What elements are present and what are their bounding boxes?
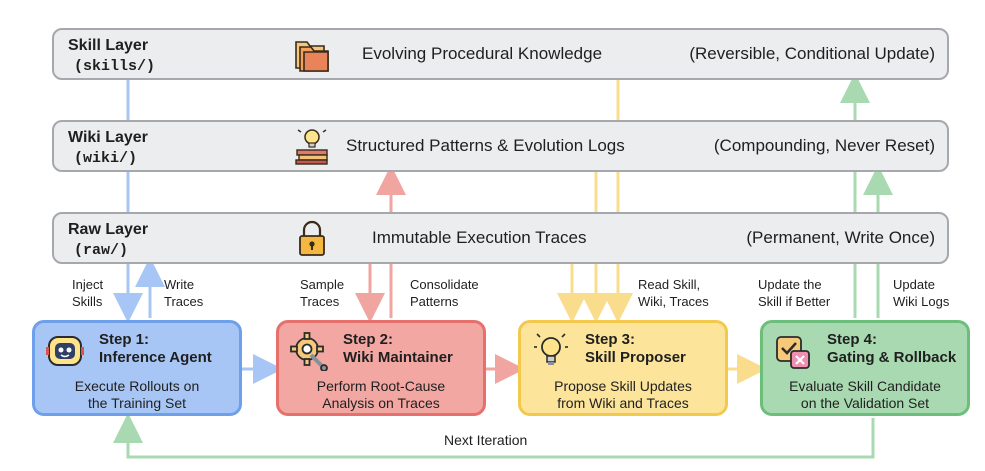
next-iteration-label: Next Iteration — [444, 432, 528, 448]
layer-dir: (raw/) — [74, 242, 129, 259]
step-inference-agent: Step 1:Inference Agent Execute Rollouts … — [32, 320, 242, 416]
checkbox-gate-icon — [776, 336, 810, 369]
step-skill-proposer: Step 3:Skill Proposer Propose Skill Upda… — [518, 320, 728, 416]
step-title: Step 3:Skill Proposer — [585, 331, 686, 366]
step-title: Step 2:Wiki Maintainer — [343, 331, 453, 366]
raw-layer: Raw Layer (raw/) Immutable Execution Tra… — [52, 212, 949, 264]
next-iteration-arrow — [113, 413, 875, 459]
layer-name: Wiki Layer — [68, 129, 148, 146]
step-title: Step 4:Gating & Rollback — [827, 331, 957, 366]
layer-note: (Compounding, Never Reset) — [713, 136, 935, 155]
padlock-icon — [299, 220, 325, 256]
layer-name: Skill Layer — [68, 37, 149, 54]
folder-icon — [295, 41, 329, 72]
step-wiki-maintainer: Step 2:Wiki Maintainer Perform Root-Caus… — [276, 320, 486, 416]
step-title: Step 1:Inference Agent — [99, 331, 212, 366]
lightbulb-icon — [534, 333, 568, 365]
layer-desc: Structured Patterns & Evolution Logs — [346, 136, 625, 155]
robot-icon — [46, 336, 84, 366]
skill-layer: Skill Layer (skills/) Evolving Procedura… — [52, 28, 949, 80]
layer-desc: Evolving Procedural Knowledge — [362, 44, 603, 63]
layer-dir: (wiki/) — [74, 150, 138, 167]
layer-note: (Permanent, Write Once) — [746, 228, 935, 247]
layer-name: Raw Layer — [68, 221, 149, 238]
layer-desc: Immutable Execution Traces — [372, 228, 587, 247]
gear-wrench-icon — [290, 332, 328, 371]
layer-note: (Reversible, Conditional Update) — [689, 44, 935, 63]
step-gating-rollback: Step 4:Gating & Rollback Evaluate Skill … — [760, 320, 970, 416]
wiki-layer: Wiki Layer (wiki/) Structured Patterns &… — [52, 120, 949, 172]
read-skill-label: Read Skill,Wiki, Traces — [638, 277, 709, 309]
layer-dir: (skills/) — [74, 58, 156, 75]
lightbulb-books-icon — [295, 129, 328, 165]
